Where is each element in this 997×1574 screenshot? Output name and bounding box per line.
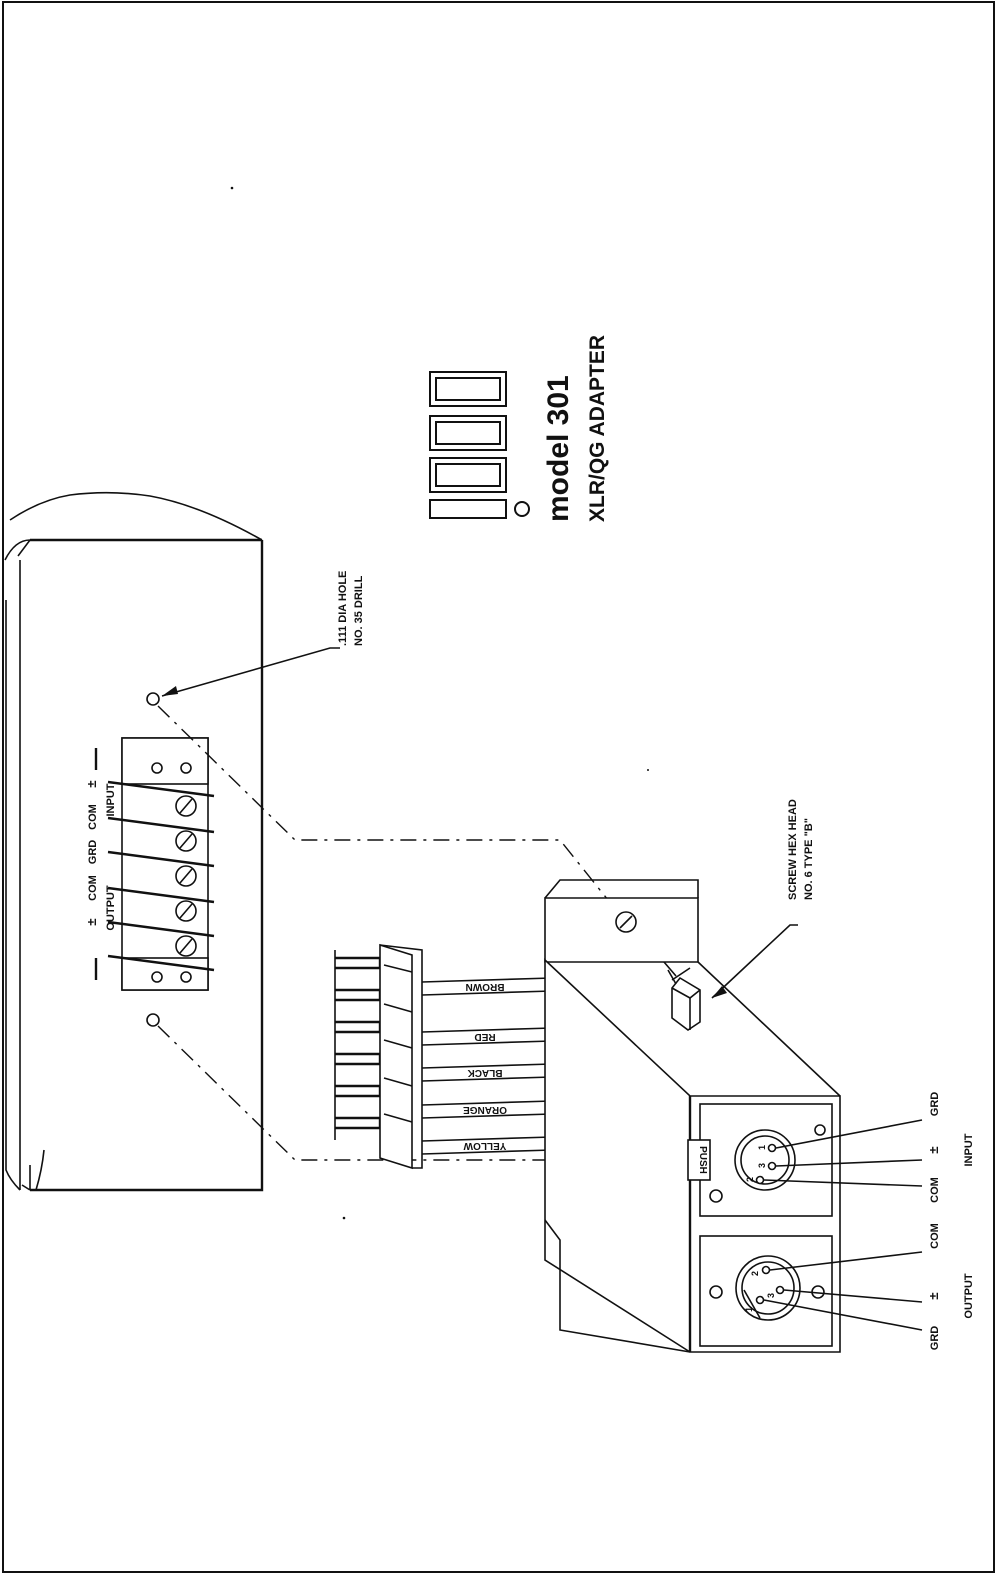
output-pin-number: 3 — [766, 1293, 776, 1298]
hex-head-screw — [663, 961, 701, 1031]
output-pin-number: 1 — [744, 1307, 754, 1312]
output-pin-leaders — [763, 1251, 923, 1331]
screw-callout-arrow — [712, 986, 727, 998]
speck — [342, 1216, 346, 1220]
terminal-output-label: OUTPUT — [105, 885, 117, 931]
terminal-screw — [175, 830, 197, 852]
screw-callout-line — [711, 924, 798, 999]
alignment-lines — [157, 705, 621, 1161]
terminal-screw — [175, 865, 197, 887]
terminal-label: COM — [87, 875, 99, 901]
terminal-label: COM — [87, 804, 99, 830]
drill-hole-callout — [161, 647, 340, 697]
wire-label: ORANGE — [463, 1104, 507, 1115]
output-pin-label: COM — [929, 1223, 941, 1249]
input-pin-number: 3 — [757, 1163, 767, 1168]
input-pin-label: GRD — [929, 1092, 941, 1117]
wire-label: YELLOW — [463, 1140, 506, 1151]
input-pin-leaders — [763, 1119, 923, 1187]
output-pin-number: 2 — [750, 1271, 760, 1276]
terminal-screw — [175, 900, 197, 922]
drill-hole-label-line1: .111 DIA HOLE — [337, 571, 349, 646]
edge-connector-fingers — [334, 950, 382, 1140]
input-group-label: INPUT — [963, 1133, 975, 1166]
terminal-label: GRD — [87, 840, 99, 865]
input-pin-number: 1 — [757, 1145, 767, 1150]
speck — [230, 186, 234, 190]
urei-logo — [429, 371, 530, 519]
drill-hole-label-line2: NO. 35 DRILL — [353, 575, 365, 646]
terminal-strip — [107, 737, 215, 991]
mounting-hole-top — [146, 692, 160, 706]
terminal-label: ± — [84, 918, 99, 925]
wire-label: BROWN — [466, 981, 505, 992]
wire-label: RED — [474, 1031, 495, 1042]
wire-bundle — [421, 977, 553, 1155]
terminal-screw — [175, 795, 197, 817]
screw-label-line1: SCREW HEX HEAD — [787, 799, 799, 900]
product-subtitle: XLR/QG ADAPTER — [586, 335, 609, 522]
mounting-hole-bottom — [146, 1013, 160, 1027]
input-pin-label: COM — [929, 1177, 941, 1203]
terminal-label: ± — [84, 780, 99, 787]
push-latch — [687, 1139, 711, 1181]
model-title: model 301 — [542, 375, 575, 522]
input-pin-number: 2 — [745, 1177, 755, 1182]
output-pin-label: ± — [926, 1292, 941, 1299]
connector-body — [379, 943, 423, 1170]
terminal-input-label: INPUT — [105, 783, 117, 816]
push-label: PUSH — [697, 1146, 708, 1174]
input-pin-label: ± — [926, 1146, 941, 1153]
terminal-screw — [175, 935, 197, 957]
speck — [647, 769, 649, 771]
chassis-panel — [4, 491, 264, 1192]
output-group-label: OUTPUT — [963, 1273, 975, 1319]
output-pin-label: GRD — [929, 1326, 941, 1351]
screw-label-line2: NO. 6 TYPE "B" — [803, 818, 815, 900]
wire-label: BLACK — [467, 1067, 503, 1078]
